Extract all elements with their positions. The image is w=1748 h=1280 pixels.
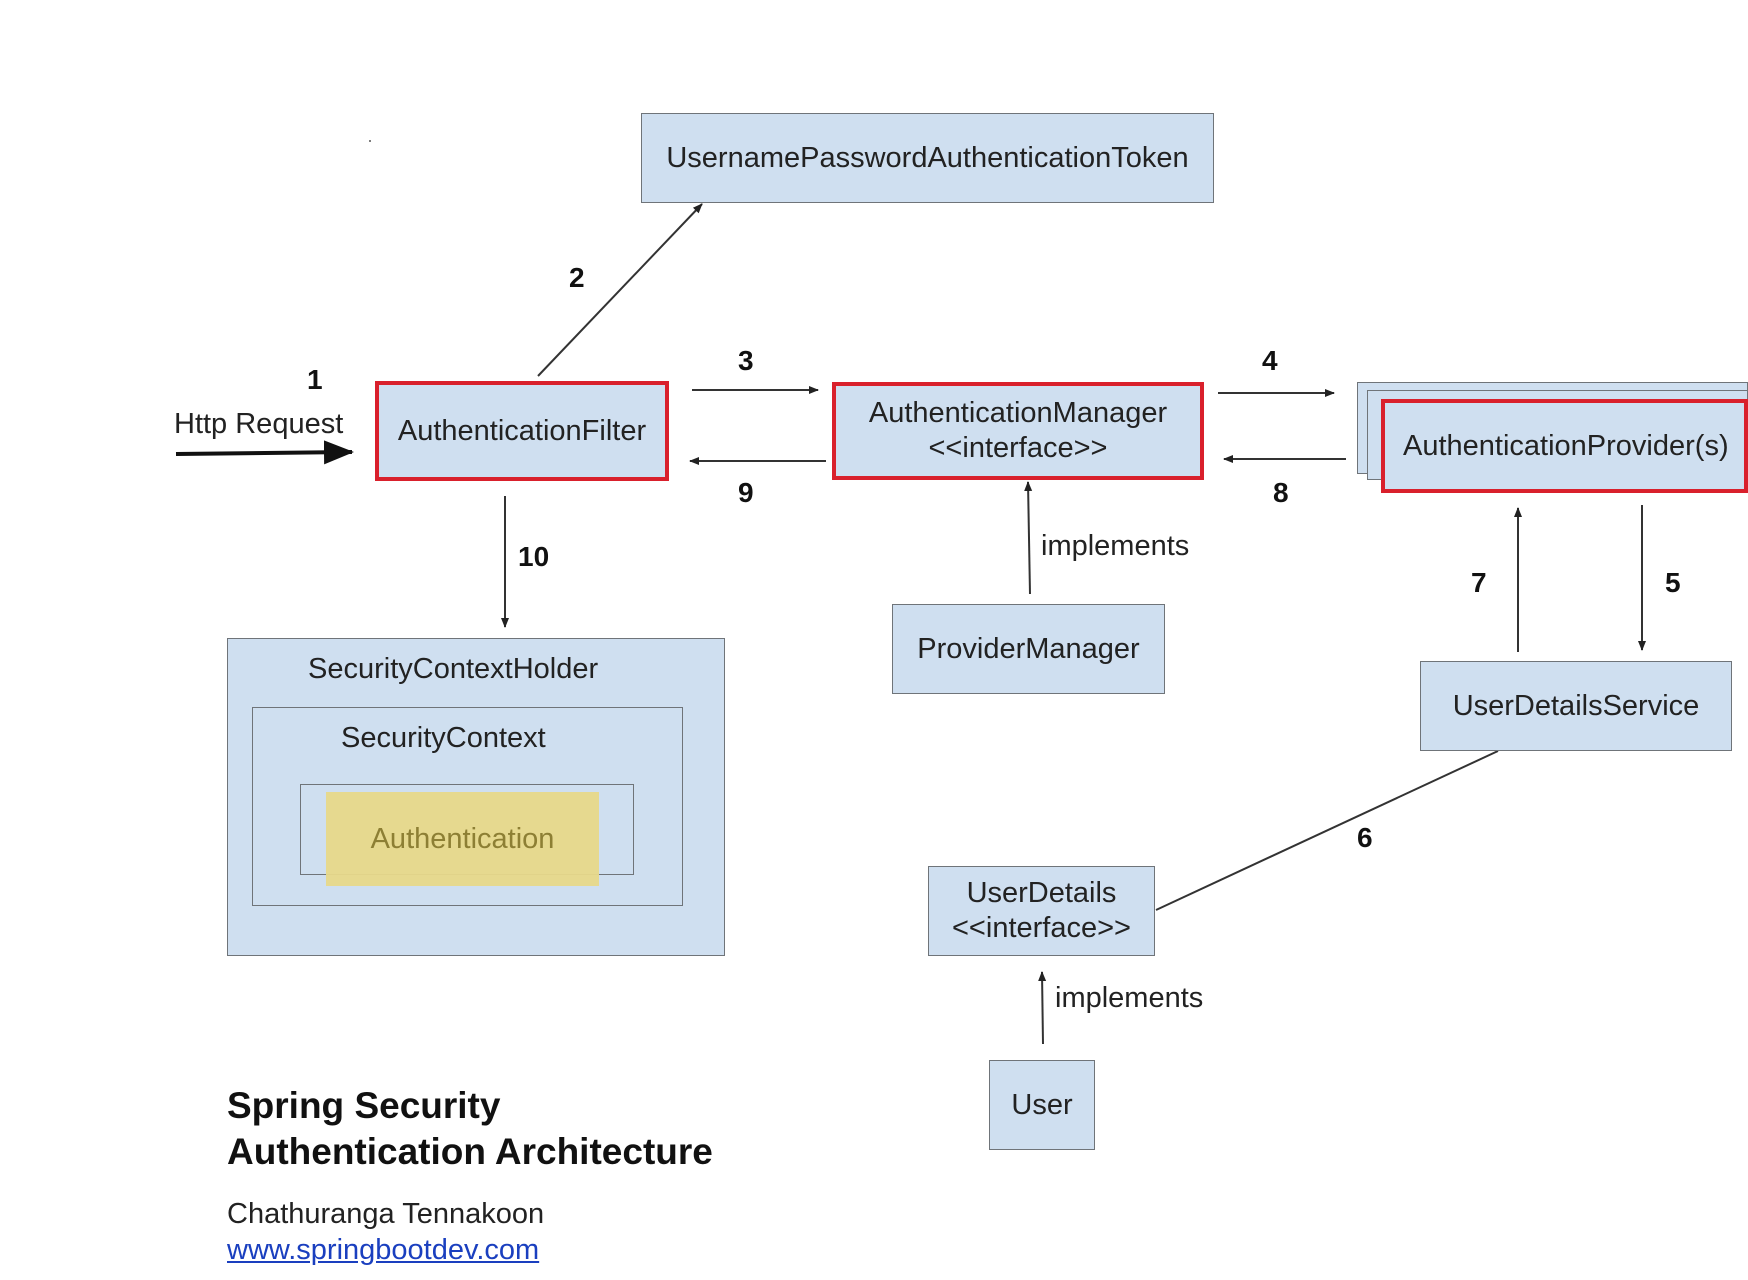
node-label-line-2: <<interface>> <box>928 432 1108 464</box>
node-authentication: Authentication <box>326 792 599 886</box>
step-number-10: 10 <box>518 541 550 572</box>
arrow-step-2 <box>537 203 703 377</box>
step-number-9: 9 <box>738 477 754 508</box>
node-label: AuthenticationProvider(s) <box>1403 429 1729 462</box>
diagram-title: Spring Security Authentication Architect… <box>227 1083 713 1175</box>
node-label: SecurityContext <box>341 722 546 754</box>
node-authentication-filter: AuthenticationFilter <box>375 381 669 481</box>
node-label: User <box>1011 1088 1073 1121</box>
http-request-label: Http Request <box>174 408 344 440</box>
node-provider-manager: ProviderManager <box>892 604 1165 694</box>
node-user: User <box>989 1060 1095 1150</box>
node-label-line-1: UserDetails <box>966 877 1117 909</box>
step-number-1: 1 <box>307 364 323 395</box>
step-number-3: 3 <box>738 345 754 376</box>
node-label-line-2: <<interface>> <box>952 912 1131 944</box>
step-number-8: 8 <box>1273 477 1289 508</box>
diagram-title-line-2: Authentication Architecture <box>227 1131 713 1172</box>
step-number-5: 5 <box>1665 567 1681 598</box>
node-authentication-manager: AuthenticationManager <<interface>> <box>832 382 1204 480</box>
node-label-line-1: AuthenticationManager <box>868 397 1168 429</box>
diagram-title-line-1: Spring Security <box>227 1085 501 1126</box>
node-user-details: UserDetails <<interface>> <box>928 866 1155 956</box>
node-security-context: SecurityContext <box>252 707 683 906</box>
stray-dot <box>369 140 371 142</box>
node-label: AuthenticationFilter <box>397 414 647 447</box>
node-label: UserDetailsService <box>1452 689 1700 722</box>
website-link[interactable]: www.springbootdev.com <box>227 1234 540 1266</box>
step-number-2: 2 <box>569 262 585 293</box>
step-number-6: 6 <box>1357 822 1373 853</box>
node-label: UsernamePasswordAuthenticationToken <box>666 141 1189 174</box>
author-name: Chathuranga Tennakoon <box>227 1198 545 1230</box>
node-label: SecurityContextHolder <box>308 653 599 685</box>
implements-user-label: implements <box>1055 982 1204 1014</box>
node-label: ProviderManager <box>917 632 1140 665</box>
arrow-implements-manager <box>1024 481 1033 595</box>
step-number-4: 4 <box>1262 345 1278 376</box>
node-user-details-service: UserDetailsService <box>1420 661 1732 751</box>
step-number-7: 7 <box>1471 567 1487 598</box>
line-step-6 <box>1155 750 1499 911</box>
node-username-password-token: UsernamePasswordAuthenticationToken <box>641 113 1214 203</box>
arrow-http-request <box>175 440 354 465</box>
node-label: Authentication <box>370 822 555 855</box>
node-authentication-provider: AuthenticationProvider(s) <box>1381 399 1748 493</box>
implements-manager-label: implements <box>1041 530 1190 562</box>
arrow-implements-user <box>1038 971 1047 1045</box>
